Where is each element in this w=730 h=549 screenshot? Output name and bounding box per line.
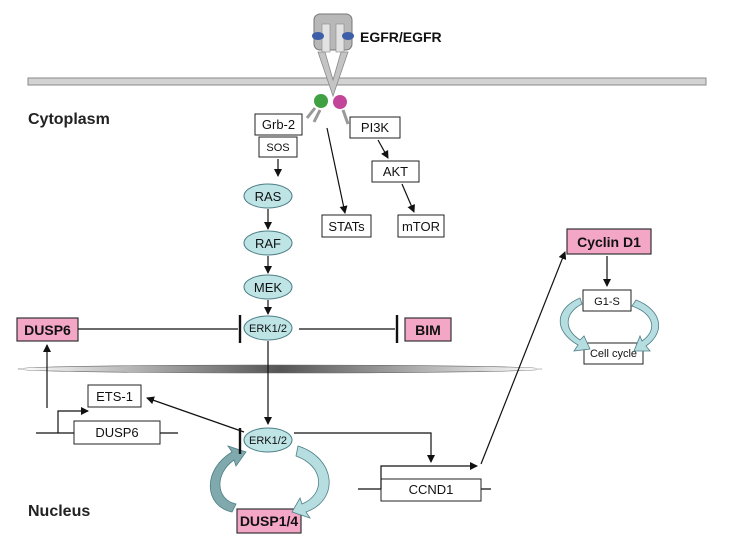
receptor-label: EGFR/EGFR bbox=[360, 29, 442, 45]
stats-label: STATs bbox=[328, 219, 365, 234]
feedback-right-arrow-icon bbox=[291, 445, 330, 519]
akt-label: AKT bbox=[383, 164, 408, 179]
akt-to-mtor-arrow bbox=[401, 183, 415, 213]
sos-label: SOS bbox=[266, 142, 289, 154]
dusp14-label: DUSP1/4 bbox=[240, 513, 299, 529]
bim-label: BIM bbox=[415, 322, 441, 338]
ccnd1-gene-box bbox=[380, 478, 482, 502]
pi3k-to-akt-arrow bbox=[377, 139, 389, 159]
raf-node bbox=[243, 230, 293, 256]
ras-node bbox=[243, 183, 293, 209]
bim-box bbox=[404, 317, 452, 342]
cyclin-d1-label: Cyclin D1 bbox=[577, 234, 641, 250]
akt-box bbox=[371, 160, 420, 183]
cell-membrane bbox=[27, 77, 707, 86]
g1s-box bbox=[582, 289, 632, 312]
pi3k-box bbox=[349, 116, 401, 139]
ccnd1-promoter-arrow bbox=[380, 462, 478, 489]
nuclear-envelope bbox=[17, 364, 543, 374]
dusp6-gene-box bbox=[73, 420, 161, 445]
mtor-box bbox=[397, 214, 445, 238]
pi3k-label: PI3K bbox=[361, 120, 390, 135]
g1s-label: G1-S bbox=[594, 296, 620, 308]
grb2-label: Grb-2 bbox=[262, 117, 295, 132]
mtor-label: mTOR bbox=[402, 219, 440, 234]
nucleus-label: Nucleus bbox=[28, 503, 90, 520]
feedback-left-arrow-icon bbox=[209, 445, 247, 513]
erk-cytoplasm-node bbox=[243, 315, 293, 341]
mek-node bbox=[243, 274, 293, 300]
ccnd1-gene-label: CCND1 bbox=[409, 482, 454, 497]
ets1-box bbox=[87, 384, 142, 408]
erk-nucleus-node bbox=[243, 427, 293, 453]
stats-box bbox=[321, 214, 372, 238]
dusp6-label: DUSP6 bbox=[24, 322, 71, 338]
erk-cytoplasm-label: ERK1/2 bbox=[249, 323, 287, 335]
erk-to-ets1-arrow bbox=[146, 396, 245, 433]
cytoplasm-label: Cytoplasm bbox=[28, 111, 110, 128]
cell-cycle-box bbox=[583, 342, 644, 365]
mek-label: MEK bbox=[254, 280, 283, 295]
ccnd1-to-cyclin-d1-arrow bbox=[480, 251, 567, 465]
ets1-label: ETS-1 bbox=[96, 389, 133, 404]
cell-cycle-right-arrow-icon bbox=[631, 299, 660, 352]
sos-box bbox=[258, 136, 298, 158]
egfr-receptor-icon bbox=[305, 13, 354, 125]
raf-label: RAF bbox=[255, 236, 281, 251]
ras-label: RAS bbox=[255, 189, 282, 204]
dusp14-box bbox=[236, 508, 302, 534]
grb2-box bbox=[254, 113, 303, 136]
dusp6-promoter-arrow bbox=[57, 407, 89, 433]
cell-cycle-left-arrow-icon bbox=[559, 297, 591, 352]
erk-nucleus-label: ERK1/2 bbox=[249, 435, 287, 447]
cyclin-d1-box bbox=[566, 228, 652, 255]
erk-to-ccnd1-arrow bbox=[294, 432, 435, 463]
cell-cycle-label: Cell cycle bbox=[590, 348, 637, 360]
receptor-to-stats-arrow bbox=[326, 127, 348, 214]
dusp6-gene-label: DUSP6 bbox=[95, 425, 138, 440]
